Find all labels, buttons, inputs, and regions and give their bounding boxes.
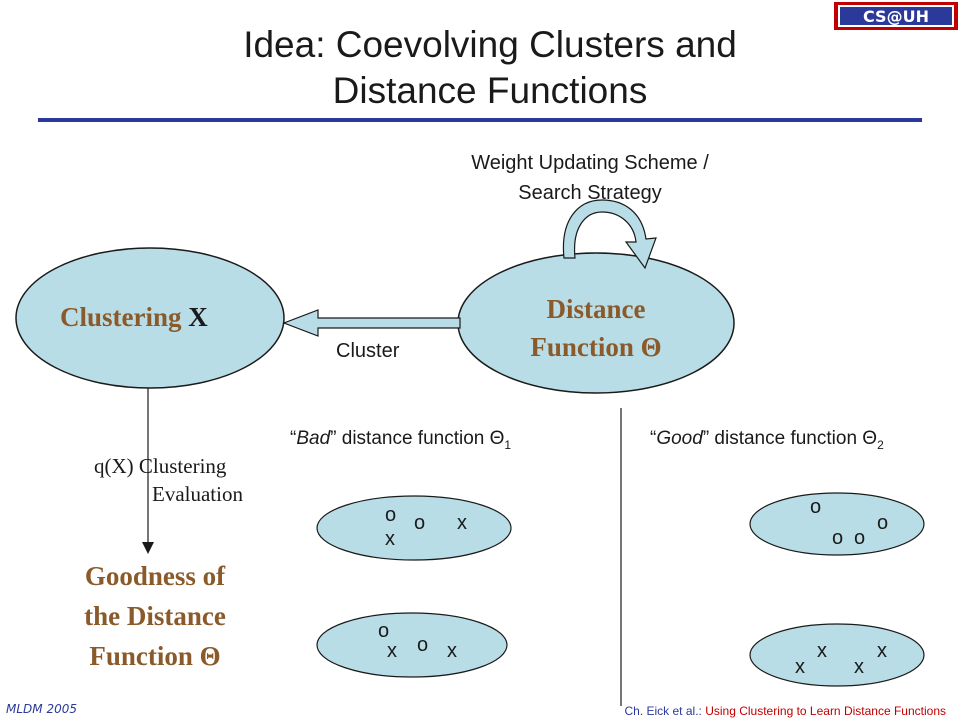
mark-x: x [457, 512, 467, 534]
clustering-word: Clustering [60, 302, 182, 332]
title-underline [38, 118, 922, 122]
mark-o: o [832, 527, 844, 549]
evaluation-label: q(X) Clustering Evaluation [94, 452, 243, 508]
goodness-line-1: Goodness of [84, 561, 226, 591]
cs-uh-logo: CS@UH [834, 2, 958, 30]
bad-cluster-2 [316, 612, 508, 678]
page-title: Idea: Coevolving Clusters and Distance F… [140, 22, 840, 114]
evaluation-line-2: Evaluation [152, 482, 243, 506]
mark-x: x [387, 640, 397, 662]
bad-cluster-1 [316, 495, 512, 561]
title-line-1: Idea: Coevolving Clusters and [243, 24, 737, 65]
mark-x: x [817, 640, 827, 662]
good-rest: ” distance function Θ [702, 428, 878, 449]
weight-scheme-line-2: Search Strategy [518, 182, 662, 204]
distance-node-label: Distance Function Θ [476, 290, 716, 366]
bad-open-quote: “ [290, 428, 297, 449]
bad-word: Bad [296, 428, 331, 449]
good-distance-label: “Good” distance function Θ2 [650, 428, 884, 452]
mark-o: o [810, 496, 822, 518]
cluster-arrow-label: Cluster [336, 340, 400, 362]
cluster-arrow [282, 309, 461, 337]
bad-distance-label: “Bad” distance function Θ1 [290, 428, 511, 452]
footer-citation: Ch. Eick et al.: Using Clustering to Lea… [625, 704, 947, 718]
evaluation-line-1: Clustering [138, 454, 227, 478]
mark-o: o [877, 512, 889, 534]
weight-scheme-line-1: Weight Updating Scheme / [471, 152, 709, 174]
mark-x: x [877, 640, 887, 662]
mark-x: x [795, 656, 805, 678]
mark-o: o [378, 620, 390, 642]
feedback-curved-arrow [562, 199, 657, 270]
mark-x: x [385, 528, 395, 550]
footer-paper-title: Using Clustering to Learn Distance Funct… [705, 704, 946, 718]
good-open-quote: “ [650, 428, 657, 449]
distance-line-2: Function Θ [530, 332, 662, 362]
goodness-line-3: Function Θ [89, 641, 221, 671]
clustering-node-label: Clustering X [60, 302, 208, 333]
footer-authors: Ch. Eick et al. [624, 704, 699, 718]
mark-x: x [854, 656, 864, 678]
bad-sub: 1 [504, 437, 512, 452]
bad-rest: ” distance function Θ [330, 428, 505, 449]
goodness-label: Goodness of the Distance Function Θ [40, 556, 270, 676]
logo-text: CS@UH [863, 7, 929, 26]
mark-o: o [385, 504, 397, 526]
title-line-2: Distance Functions [332, 70, 648, 111]
clustering-node [15, 247, 285, 389]
evaluation-func: q(X) [94, 454, 134, 478]
good-sub: 2 [877, 437, 884, 452]
good-cluster-1 [749, 492, 925, 556]
distance-line-1: Distance [546, 294, 646, 324]
good-cluster-2 [749, 623, 925, 687]
mark-o: o [414, 512, 426, 534]
goodness-line-2: the Distance [84, 601, 226, 631]
mark-x: x [447, 640, 457, 662]
footer-conference: MLDM 2005 [6, 702, 77, 716]
mark-o: o [417, 634, 429, 656]
footer-sep: : [698, 704, 706, 718]
mark-o: o [854, 527, 866, 549]
weight-scheme-label: Weight Updating Scheme / Search Strategy [400, 148, 780, 208]
good-word: Good [656, 428, 703, 449]
clustering-var: X [188, 302, 208, 332]
